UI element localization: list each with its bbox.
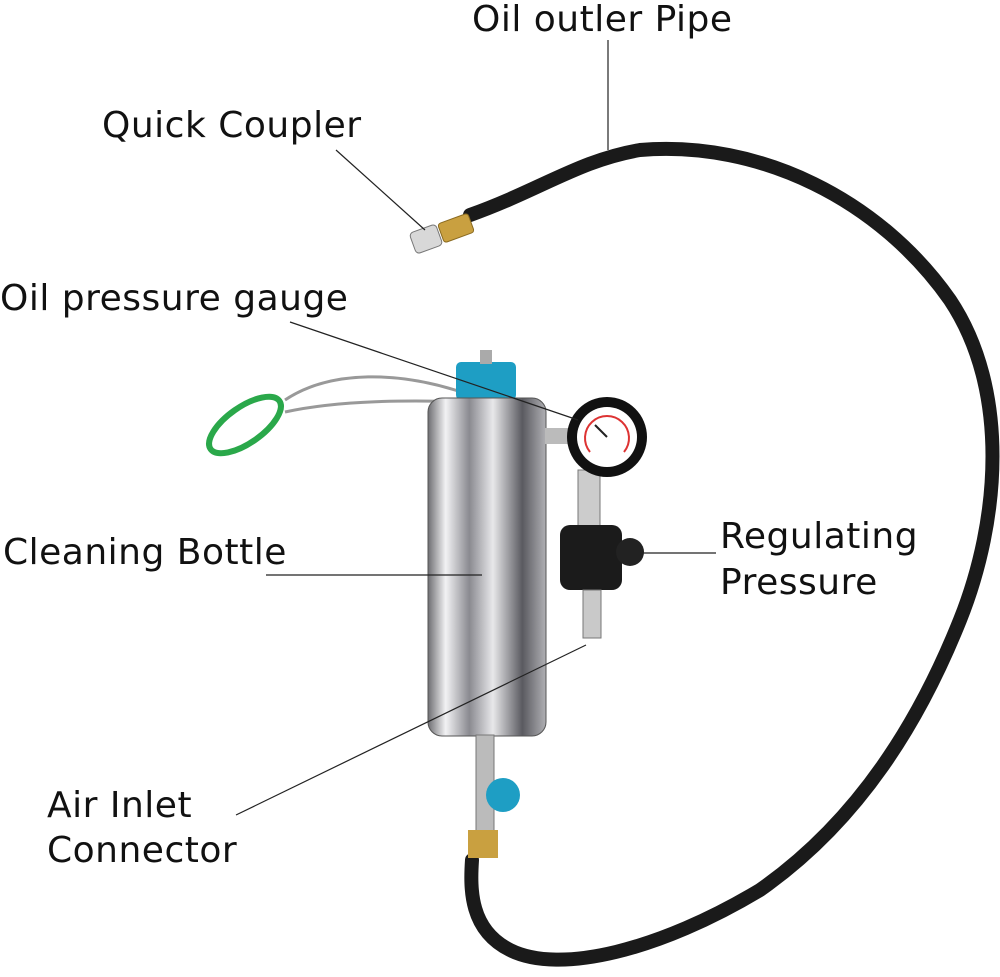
label-cleaning-bottle: Cleaning Bottle — [3, 532, 287, 573]
oil-outlet-hose — [463, 142, 1000, 967]
label-connector: Connector — [47, 830, 238, 871]
carabiner — [206, 393, 284, 457]
label-oil-outlet-pipe: Oil outler Pipe — [472, 0, 733, 40]
bottle-cap — [456, 362, 516, 400]
label-regulating: Regulating — [720, 516, 919, 557]
label-quick-coupler: Quick Coupler — [102, 105, 362, 146]
label-pressure: Pressure — [720, 562, 878, 603]
pressure-regulator — [560, 525, 622, 590]
leader-lines — [235, 40, 716, 816]
label-air-inlet: Air Inlet — [47, 785, 193, 826]
valve-knob — [486, 778, 520, 812]
cleaning-bottle — [427, 397, 547, 737]
label-oil-pressure-gauge: Oil pressure gauge — [0, 278, 349, 319]
quick-coupler — [409, 213, 475, 254]
